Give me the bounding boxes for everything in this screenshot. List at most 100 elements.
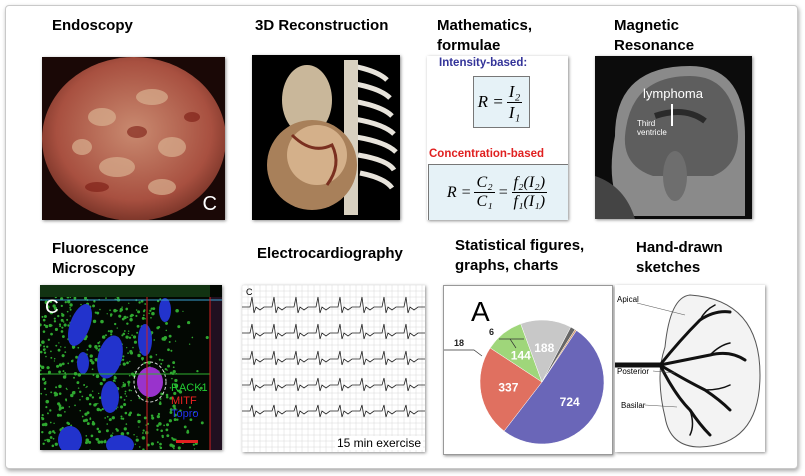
fluorescence-dot — [46, 305, 50, 309]
ecg-trace — [242, 377, 425, 392]
fluorescence-dot — [165, 329, 168, 332]
fluorescence-dot — [62, 375, 67, 379]
fluorescence-dot — [117, 406, 119, 408]
title-line: sketches — [636, 259, 701, 276]
fluorescence-dot — [119, 307, 124, 312]
pie-label: 18 — [454, 338, 464, 348]
fluorescence-dot — [79, 390, 82, 394]
fluorescence-dot — [48, 431, 52, 435]
fluorescence-dot — [156, 424, 159, 428]
fluorescence-dot — [174, 402, 177, 404]
fluorescence-dot — [129, 350, 133, 354]
fluorescence-dot — [55, 386, 58, 389]
fluorescence-dot — [135, 438, 139, 442]
title-line: Mathematics, — [437, 17, 533, 34]
fluorescence-dot — [105, 429, 109, 433]
fluorescence-dot — [89, 354, 93, 358]
fluorescence-dot — [188, 343, 191, 345]
fluorescence-dot — [61, 354, 65, 358]
fluorescence-dot — [165, 428, 169, 432]
fluorescence-dot — [54, 394, 57, 397]
fluorescence-dot — [116, 309, 118, 312]
ecg-trace — [242, 323, 425, 340]
fluorescence-dot — [121, 386, 123, 388]
denominator: C₁ — [476, 193, 493, 210]
fluorescence-dot — [46, 438, 49, 441]
fluorescence-dot — [49, 409, 52, 412]
fluorescence-dot — [45, 355, 47, 358]
ecg-trace — [242, 296, 425, 314]
fluorescence-dot — [104, 439, 106, 442]
fluorescence-dot — [140, 299, 144, 303]
fluorescence-dot — [85, 396, 90, 401]
fluorescence-dot — [60, 330, 64, 333]
fluorescence-dot — [112, 432, 114, 434]
arrow-icon — [671, 104, 673, 126]
label-posterior: Posterior — [617, 367, 650, 376]
ecg-image: C 15 min exercise — [242, 285, 425, 452]
fluorescence-dot — [48, 323, 52, 328]
corner-label: C — [246, 287, 253, 297]
fluorescence-dot — [86, 411, 90, 415]
pie-slice — [503, 330, 605, 445]
fluorescence-dot — [128, 413, 132, 417]
fluorescence-dot — [61, 326, 64, 329]
fluorescence-dot — [58, 342, 60, 344]
fluorescence-dot — [166, 369, 168, 371]
fluorescence-dot — [137, 419, 141, 424]
annotation-line: Third — [637, 119, 656, 128]
fluorescence-dot — [166, 423, 170, 427]
fluorescence-dot — [186, 430, 190, 434]
fluorescence-dot — [127, 352, 129, 354]
fluorescence-dot — [147, 361, 151, 365]
fluorescence-dot — [123, 402, 127, 407]
fluorescence-dot — [124, 390, 127, 393]
fluorescence-dot — [96, 427, 100, 431]
fluorescence-dot — [53, 306, 58, 311]
fluorescence-dot — [67, 362, 70, 365]
fraction: f₂(I₂)f₁(I₁) — [511, 174, 548, 211]
fluorescence-dot — [149, 355, 153, 359]
fluorescence-dot — [94, 358, 98, 362]
fluorescence-dot — [174, 340, 177, 342]
fluorescence-dot — [56, 364, 60, 368]
fluorescence-dot — [142, 314, 145, 317]
fluorescence-dot — [156, 415, 161, 419]
fluorescence-dot — [143, 361, 146, 365]
callout-line — [499, 338, 524, 349]
fluorescence-dot — [136, 436, 138, 438]
fluorescence-dot — [116, 327, 118, 329]
fluorescence-dot — [142, 432, 144, 434]
fluorescence-dot — [126, 307, 128, 310]
fluorescence-dot — [141, 316, 145, 320]
fluorescence-dot — [109, 309, 111, 312]
fluorescence-dot — [41, 377, 46, 381]
fluorescence-dot — [153, 339, 156, 341]
fluorescence-dot — [140, 356, 145, 360]
fluorescence-dot — [61, 335, 65, 338]
fluorescence-dot — [40, 323, 42, 327]
fluorescence-dot — [157, 325, 161, 329]
fluorescence-dot — [86, 385, 88, 388]
fluorescence-dot — [49, 299, 53, 303]
fluorescence-dot — [62, 321, 65, 323]
fluorescence-dot — [77, 346, 80, 349]
fluorescence-dot — [144, 303, 147, 305]
fluorescence-dot — [52, 431, 54, 433]
fluorescence-dot — [164, 367, 167, 371]
fluorescence-dot — [122, 417, 125, 420]
callout-line — [444, 349, 483, 357]
fluorescence-dot — [45, 324, 49, 329]
fluorescence-dot — [143, 416, 147, 420]
fluorescence-dot — [128, 389, 131, 392]
fluorescence-dot — [60, 297, 64, 301]
fluorescence-dot — [105, 334, 107, 337]
fluorescence-dot — [62, 363, 64, 365]
fluorescence-dot — [155, 353, 158, 356]
fluorescence-dot — [81, 415, 84, 418]
pie-label: 6 — [489, 327, 494, 337]
